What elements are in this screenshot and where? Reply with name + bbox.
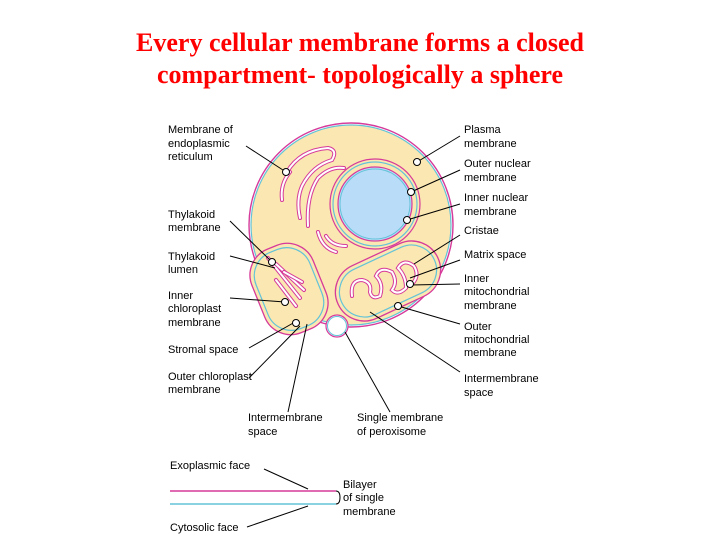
label-thylakoid-lumen: Thylakoid lumen [168,251,218,276]
label-matrix-space: Matrix space [464,249,526,261]
nucleus [329,158,421,250]
legend-bilayer: Bilayer of single membrane [343,479,396,518]
endoplasmic-reticulum [279,145,348,254]
slide-title-line-1: Every cellular membrane forms a closed [136,28,584,57]
label-thylakoid-membrane: Thylakoid membrane [168,209,221,234]
slide-title-line-2: compartment- topologically a sphere [156,60,564,89]
legend-exoplasmic-face: Exoplasmic face [170,460,250,472]
bilayer-legend: Exoplasmic face Bilayer of single membra… [170,460,396,534]
label-inner-mitochondrial-membrane: Inner mitochondrial membrane [464,273,532,312]
label-outer-chloroplast-membrane: Outer chloroplast membrane [168,371,255,396]
mitochondrion [334,240,442,322]
peroxisome [325,314,349,338]
label-stromal-space: Stromal space [168,344,238,356]
label-intermembrane-space-left: Intermembrane space [248,412,326,438]
label-inner-chloroplast-membrane: Inner chloroplast membrane [168,290,224,329]
label-intermembrane-space-right: Intermembrane space [464,373,542,399]
label-outer-nuclear-membrane: Outer nuclear membrane [464,158,534,184]
pointer-dots [268,158,421,327]
label-plasma-membrane: Plasma membrane [464,124,517,150]
nucleoplasm [337,166,413,242]
label-outer-mitochondrial-membrane: Outer mitochondrial membrane [464,321,532,359]
label-inner-nuclear-membrane: Inner nuclear membrane [464,192,531,218]
plasma-membrane-outer [248,122,454,328]
peroxisome-inner-face [327,316,347,336]
label-cristae: Cristae [464,225,499,237]
leader-lines [229,135,461,413]
inner-nuclear-membrane [339,168,411,240]
label-er: Membrane of endoplasmic reticulum [168,124,236,163]
legend-cytosolic-face: Cytosolic face [170,522,238,534]
label-peroxisome: Single membrane of peroxisome [357,412,446,438]
